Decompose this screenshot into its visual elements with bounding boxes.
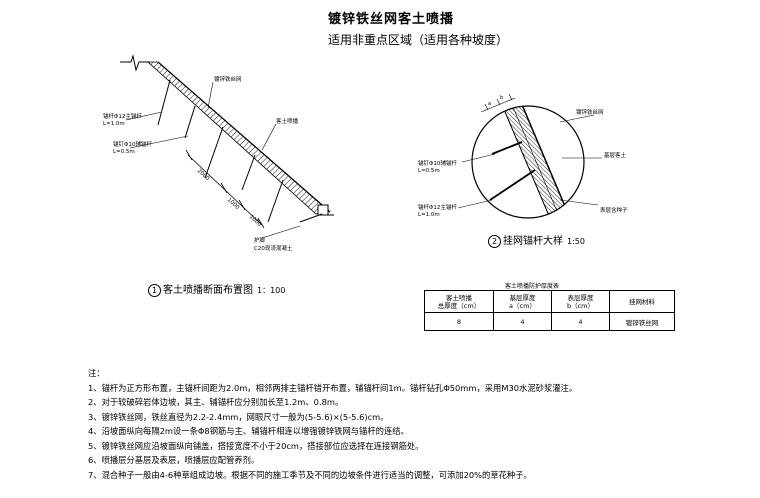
note-item: 7、混合种子一般由4-6种草组成边坡。根据不同的施工季节及不同的边坡条件进行适当…	[88, 469, 532, 480]
toe-wall	[299, 204, 334, 223]
section-caption-number: 1	[148, 283, 161, 297]
label-foot-concrete: C20现浇混凝土	[254, 246, 293, 252]
table-header-cell: 挂网材料	[609, 290, 675, 313]
detail-label-main: 锚杆Φ12主锚杆	[418, 205, 457, 211]
slope-surface-line	[157, 61, 331, 213]
detail-label-aux-length: L=0.5m	[418, 168, 440, 174]
table-row: 8 4 4 镀锌铁丝网	[424, 312, 675, 331]
note-item: 1、锚杆为正方形布置，主锚杆间距为2.0m，相邻两排主锚杆错开布置，辅锚杆间1m…	[88, 382, 578, 393]
detail-label-mesh: 镀锌铁丝网	[576, 110, 604, 116]
slope-soil-layer	[146, 61, 329, 215]
detail-caption-number: 2	[488, 234, 501, 248]
note-item: 3、镀锌铁丝网，铁丝直径为2.2-2.4mm，网眼尺寸一般为(5-5.6)×(5…	[88, 411, 389, 422]
note-item: 6、喷播层分基层及表层，喷播层应配管养剂。	[88, 455, 260, 465]
note-item: 4、沿坡面纵向每隔2m设一条Φ8钢筋与主、辅锚杆相连以增强镀锌铁网与锚杆的连结。	[88, 426, 409, 436]
drawing-title: 镀锌铁丝网客土喷播	[328, 12, 455, 27]
label-mesh: 镀锌铁丝网	[214, 77, 242, 83]
detail-dim-a: a	[488, 101, 492, 107]
detail-leaders	[457, 114, 602, 209]
table-header-cell: 客土喷播 总厚度（cm）	[424, 290, 494, 313]
ground-top-line	[120, 54, 150, 72]
label-anchor-main-length: L=1.0m	[103, 121, 125, 127]
table-title: 客土喷播防护厚度表	[505, 283, 560, 290]
table-cell: 4	[551, 312, 610, 331]
detail-dim-b: b	[500, 95, 504, 101]
label-anchor-aux-length: L=0.5m	[113, 149, 135, 155]
detail-label-base: 基层客土	[604, 153, 627, 159]
thickness-table: 客土喷播 总厚度（cm） 基层厚度 a（cm） 表层厚度 b（cm） 挂网材料 …	[424, 290, 675, 331]
note-item: 5、镀锌铁丝网应沿坡面纵向铺盖，搭接宽度不小于20cm，搭接部位应选择在连接钢筋…	[88, 440, 424, 451]
detail-anchors	[489, 141, 536, 201]
section-caption-text: 客土喷播断面布置图	[163, 285, 253, 296]
detail-dimension-ab	[480, 93, 516, 113]
label-foot: 护脚	[254, 238, 266, 244]
table-header-cell: 表层厚度 b（cm）	[551, 290, 610, 313]
detail-label-main-length: L=1.0m	[418, 212, 440, 218]
section-leaders	[125, 81, 301, 239]
detail-label-aux: 锚钉Φ10辅锚杆	[418, 161, 457, 167]
note-item: 2、对于较破碎岩体边坡，其主、辅锚杆应分别加长至1.2m、0.8m。	[88, 397, 344, 407]
table-cell: 8	[424, 312, 494, 331]
notes-heading: 注：	[88, 368, 105, 378]
detail-label-surface: 表层含种子	[600, 208, 628, 214]
section-caption-scale: 1：100	[257, 286, 286, 295]
table-cell: 镀锌铁丝网	[609, 312, 675, 331]
detail-caption-text: 挂网锚杆大样	[503, 236, 563, 247]
table-cell: 4	[493, 312, 552, 331]
dimension-line	[185, 149, 265, 229]
drawing-subtitle: 适用非重点区域（适用各种坡度）	[328, 33, 509, 47]
anchor-bars	[157, 79, 284, 223]
detail-caption-scale: 1:50	[567, 237, 585, 246]
table-header-row: 客土喷播 总厚度（cm） 基层厚度 a（cm） 表层厚度 b（cm） 挂网材料	[424, 290, 675, 313]
label-anchor-main: 锚杆Φ12主锚杆	[103, 114, 142, 120]
label-soil: 客土喷播	[276, 119, 299, 125]
label-anchor-aux: 锚钉Φ10辅锚杆	[113, 142, 152, 148]
table-header-cell: 基层厚度 a（cm）	[493, 290, 552, 313]
notes-block: 注： 1、锚杆为正方形布置，主锚杆间距为2.0m，相邻两排主锚杆错开布置，辅锚杆…	[88, 366, 577, 482]
